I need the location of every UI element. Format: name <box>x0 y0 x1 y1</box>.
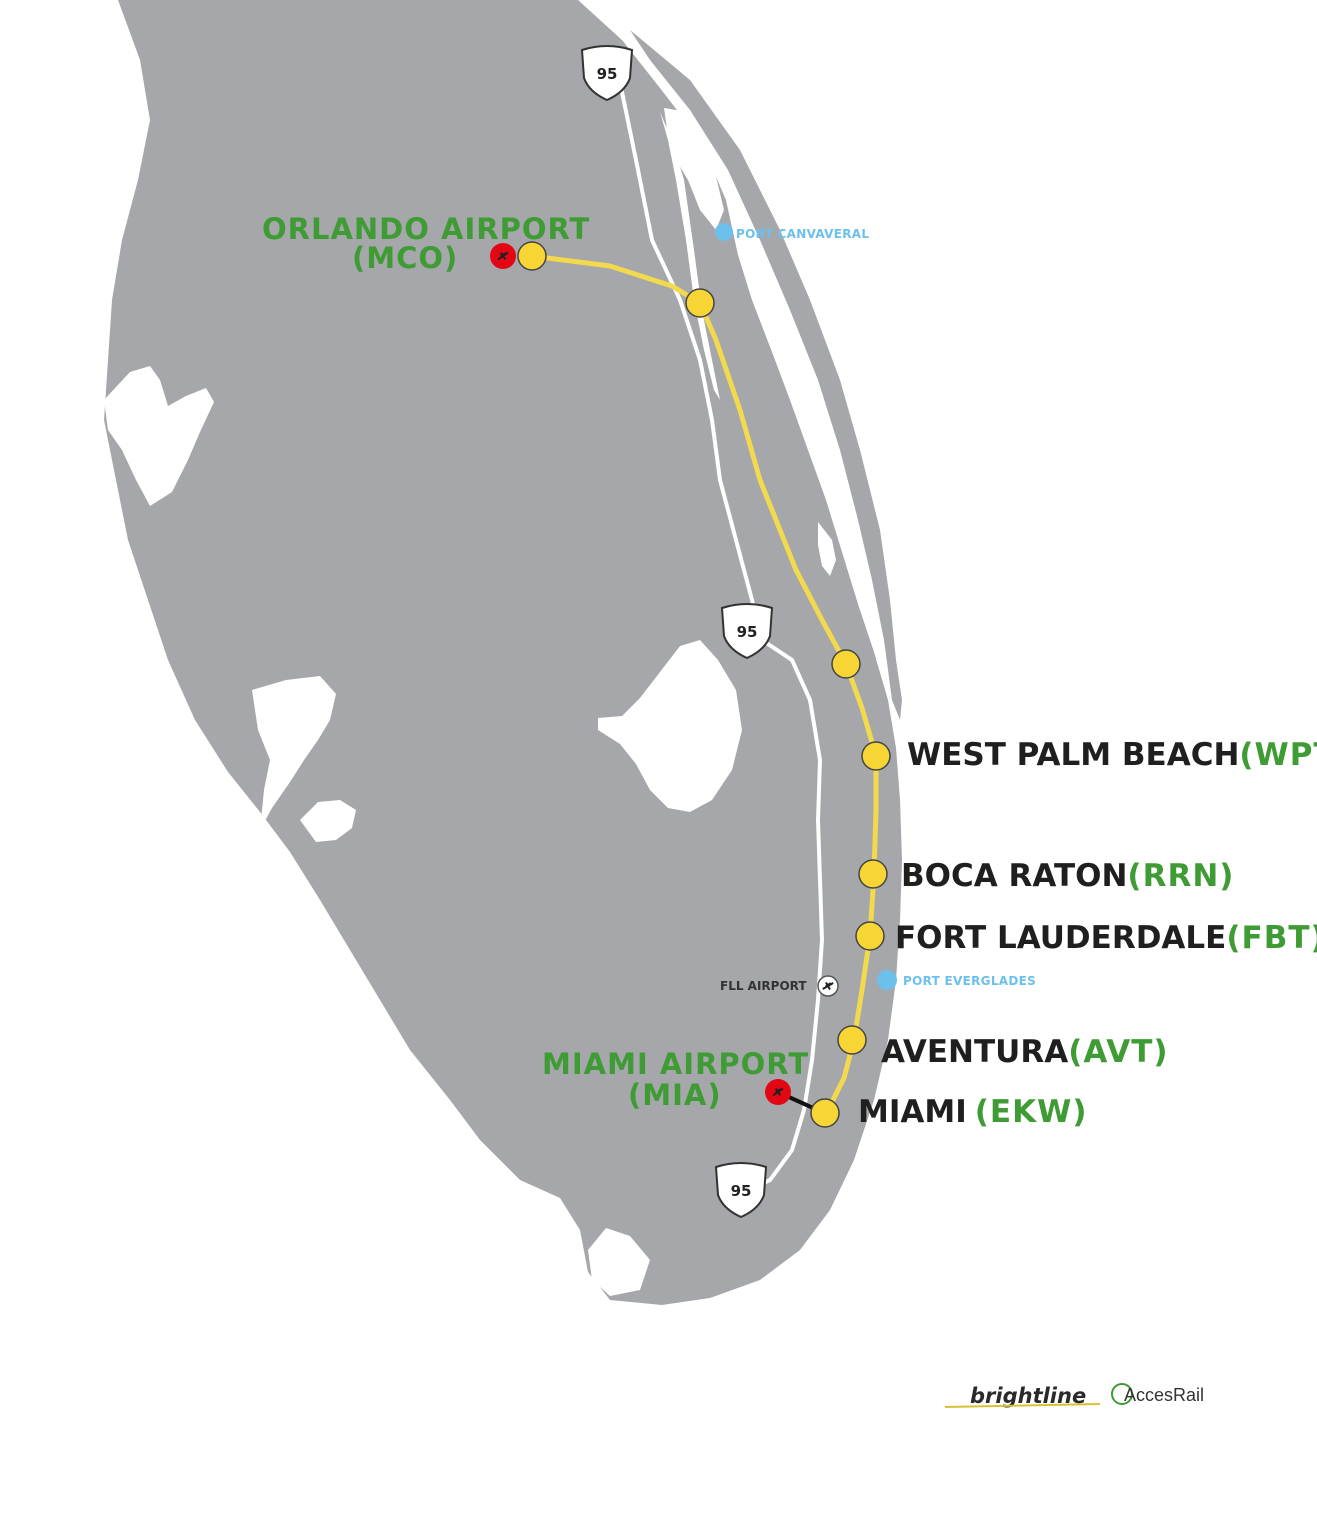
station-marker-aventura <box>837 1025 867 1055</box>
miami-airport-code: (MIA) <box>628 1078 722 1112</box>
brightline-logo: brightline <box>944 1384 1101 1408</box>
station-name: WEST PALM BEACH <box>907 737 1239 773</box>
highway-shield-label: 95 <box>731 1182 752 1200</box>
charlotte-harbor <box>252 676 336 830</box>
accesrail-logo-text: AccesRail <box>1124 1385 1204 1405</box>
accesrail-logo: AccesRail <box>1111 1383 1204 1405</box>
orlando-station-marker <box>517 241 547 271</box>
station-label-miami: MIAMI(EKW) <box>858 1094 1088 1130</box>
airplane-icon <box>772 1087 784 1097</box>
highway-shield-95-central: 95 <box>720 603 774 660</box>
station-label-aventura: AVENTURA(AVT) <box>881 1034 1169 1070</box>
airplane-icon <box>822 982 834 990</box>
station-name: FORT LAUDERDALE <box>895 920 1226 956</box>
station-code: (AVT) <box>1068 1034 1168 1070</box>
station-marker-west-palm-beach <box>861 741 891 771</box>
station-marker-miami <box>810 1098 840 1128</box>
station-code: (WPT) <box>1239 737 1317 773</box>
station-marker-stuart <box>831 649 861 679</box>
airplane-icon <box>497 251 509 261</box>
station-label-west-palm-beach: WEST PALM BEACH(WPT) <box>907 737 1317 773</box>
tampa-bay <box>104 366 214 506</box>
banana-river-inlet <box>660 112 720 400</box>
port-everglades-marker <box>877 970 897 990</box>
indian-river-inlet <box>664 108 724 230</box>
orlando-airport-name: ORLANDO AIRPORT <box>262 212 590 246</box>
station-name: BOCA RATON <box>901 858 1127 894</box>
station-label-fort-lauderdale: FORT LAUDERDALE(FBT) <box>895 920 1317 956</box>
miami-airport-name: MIAMI AIRPORT <box>542 1047 809 1081</box>
station-marker-fort-lauderdale <box>855 921 885 951</box>
florida-bay <box>588 1228 650 1296</box>
station-name: MIAMI <box>858 1094 967 1130</box>
port-everglades-label: PORT EVERGLADES <box>903 974 1036 988</box>
fll-airport-label: FLL AIRPORT <box>720 979 807 993</box>
highway-shield-label: 95 <box>737 623 758 641</box>
interstate-95 <box>600 49 825 1194</box>
station-marker-boca-raton <box>858 859 888 889</box>
station-code: (RRN) <box>1127 858 1234 894</box>
lake-okeechobee <box>598 640 742 812</box>
station-code: (EKW) <box>975 1094 1088 1130</box>
station-marker-cocoa <box>685 288 715 318</box>
station-name: AVENTURA <box>881 1034 1068 1070</box>
port-canaveral-label: PORT CANVAVERAL <box>736 227 869 241</box>
station-label-boca-raton: BOCA RATON(RRN) <box>901 858 1234 894</box>
highway-shield-95-south: 95 <box>714 1162 768 1219</box>
highway-shield-label: 95 <box>597 65 618 83</box>
lagoon-inlet <box>818 522 836 576</box>
estero-bay <box>300 800 356 842</box>
station-code: (FBT) <box>1226 920 1317 956</box>
orlando-airport-code: (MCO) <box>352 241 458 275</box>
port-canaveral-marker <box>715 223 733 241</box>
highway-shield-95-north: 95 <box>580 45 634 102</box>
